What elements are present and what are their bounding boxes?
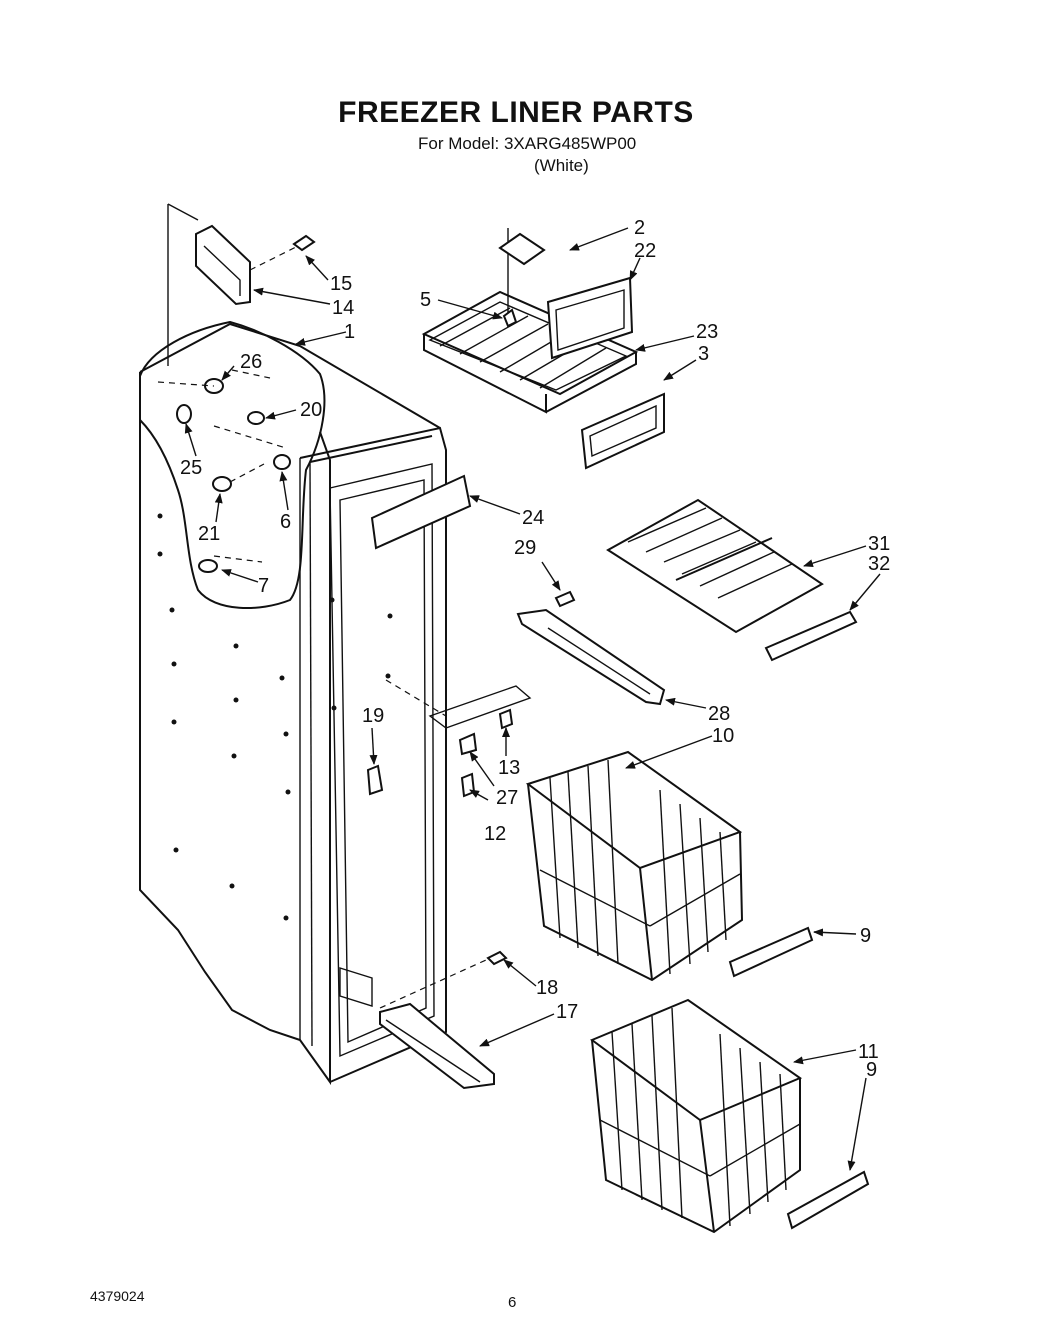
callout-9-lower: 9: [866, 1059, 877, 1081]
callout-32: 32: [868, 553, 890, 575]
callout-22: 22: [634, 240, 656, 262]
callout-3: 3: [698, 343, 709, 365]
callout-9-upper: 9: [860, 925, 871, 947]
document-number: 4379024: [90, 1288, 145, 1304]
callout-27: 27: [496, 787, 518, 809]
page-number: 6: [508, 1294, 517, 1311]
callout-2: 2: [634, 217, 645, 239]
lower-basket-drawing: [589, 998, 870, 1234]
callout-25: 25: [180, 457, 202, 479]
hinge-bracket-drawing: [195, 224, 316, 306]
callout-7: 7: [258, 575, 269, 597]
callout-15: 15: [330, 273, 352, 295]
callout-26: 26: [240, 351, 262, 373]
callout-23: 23: [696, 321, 718, 343]
leader-lines: [184, 227, 881, 1171]
fixtures-drawing: [366, 474, 666, 798]
callout-5: 5: [420, 289, 431, 311]
upper-basket-drawing: [525, 750, 814, 982]
callout-20: 20: [300, 399, 322, 421]
callout-18: 18: [536, 977, 558, 999]
callout-13: 13: [498, 757, 520, 779]
callout-17: 17: [556, 1001, 578, 1023]
model-number: For Model: 3XARG485WP00: [418, 134, 637, 153]
callout-11: 11: [858, 1041, 879, 1063]
color-note: (White): [534, 156, 589, 175]
callout-31: 31: [868, 533, 890, 555]
callout-12: 12: [484, 823, 506, 845]
callout-21: 21: [198, 523, 220, 545]
callout-labels: 15 14 1 26 20 25 6 21 7 2 22 5 23 3 24 2…: [180, 217, 890, 1081]
callout-29: 29: [514, 537, 536, 559]
bottom-trim-drawing: [379, 950, 508, 1090]
wire-shelf-drawing: [606, 498, 858, 662]
small-parts-drawing: [157, 369, 291, 573]
callout-24: 24: [522, 507, 544, 529]
callout-19: 19: [362, 705, 384, 727]
page-title: FREEZER LINER PARTS: [338, 96, 694, 129]
callout-28: 28: [708, 703, 730, 725]
top-shelf-assembly-drawing: [421, 228, 665, 470]
freezer-liner-drawing: [139, 203, 447, 1086]
callout-1: 1: [344, 321, 355, 343]
callout-14: 14: [332, 297, 354, 319]
callout-10: 10: [712, 725, 734, 747]
callout-6: 6: [280, 511, 291, 533]
